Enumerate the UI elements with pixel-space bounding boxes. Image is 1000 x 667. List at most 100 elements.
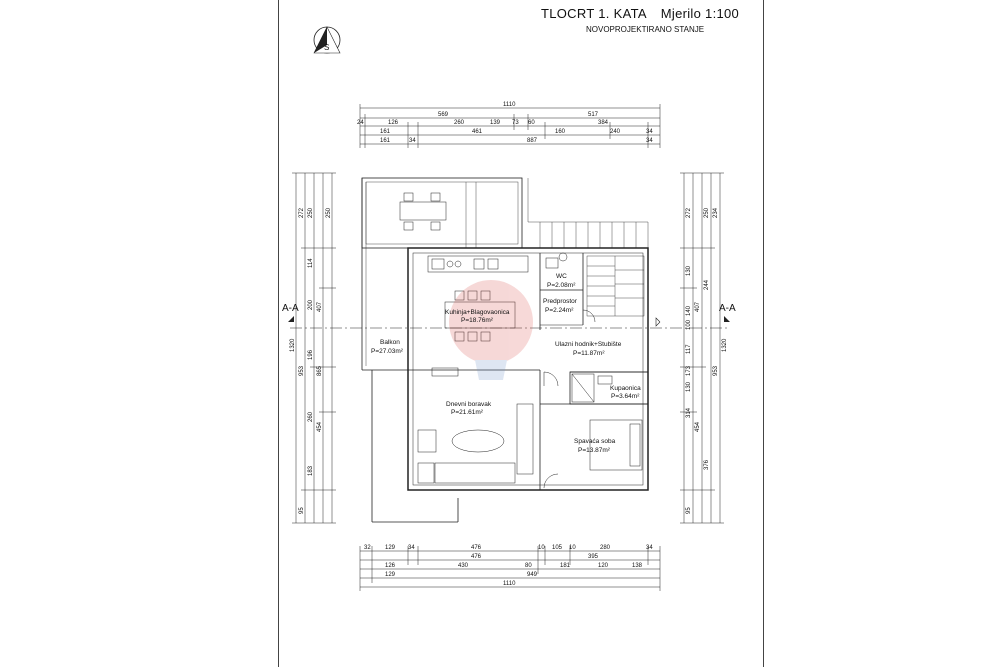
dim-left-mid: 953 — [299, 365, 305, 376]
dim-bot-d2: 949 — [527, 572, 538, 578]
room-bedroom-name: Spavaća soba — [574, 438, 616, 445]
left-dimensions — [292, 172, 336, 524]
room-living-area: P=21.61m² — [451, 409, 484, 416]
dim-top-c2: 126 — [388, 120, 399, 126]
dim-right-i1: 407 — [695, 301, 701, 312]
dim-top-d2: 461 — [472, 129, 483, 135]
dim-top-c5: 73 — [512, 120, 519, 126]
dim-left-f1: 272 — [299, 207, 305, 218]
dim-left-total: 1320 — [290, 338, 296, 352]
dim-right-f11: 314 — [686, 407, 692, 418]
room-labels: Balkon P=27.03m² Kuhinja+Blagovaonica P=… — [371, 273, 641, 454]
room-living-name: Dnevni boravak — [446, 401, 492, 408]
dim-right-f13: 95 — [686, 507, 692, 514]
dim-right-f8: 117 — [686, 344, 692, 354]
dim-top-e2: 34 — [409, 138, 416, 144]
right-dimension-labels: 1320 953 407 454 272 250 234 244 130 140… — [686, 207, 728, 514]
margin-right — [763, 0, 1000, 667]
dim-left-f8: 183 — [308, 465, 314, 476]
dim-bot-a9: 34 — [646, 545, 653, 551]
dim-right-f12: 376 — [704, 459, 710, 470]
room-kitchen-name: Kuhinja+Blagovaonica — [445, 309, 510, 316]
dim-right-f3: 234 — [713, 207, 719, 218]
plan-scale: Mjerilo 1:100 — [660, 6, 740, 21]
drawing-title: TLOCRT 1. KATA Mjerilo 1:100 — [541, 6, 749, 21]
dim-right-f6: 140 — [686, 305, 692, 316]
dim-left-f6: 196 — [308, 349, 314, 360]
dim-bot-a6: 105 — [552, 545, 563, 551]
dim-right-f7: 100 — [686, 319, 692, 330]
dim-top-c6: 60 — [528, 120, 535, 126]
dim-bot-c3: 80 — [525, 563, 532, 569]
left-dimension-labels: 1320 953 407 865 454 272 250 250 114 200… — [290, 207, 332, 514]
dim-top-d4: 240 — [610, 129, 621, 135]
section-label-left: A-A — [282, 303, 299, 314]
dim-right-f5: 130 — [686, 265, 692, 276]
dim-bot-a2: 129 — [385, 545, 396, 551]
dim-left-i3: 454 — [317, 421, 323, 432]
section-label-right: A-A — [719, 303, 736, 314]
dim-top-e3: 887 — [527, 138, 538, 144]
north-arrow-letter: S — [324, 43, 329, 52]
dim-left-f2: 250 — [308, 207, 314, 218]
doors — [543, 309, 596, 489]
dim-top-d5: 34 — [646, 129, 653, 135]
dim-left-f5: 200 — [308, 299, 314, 310]
dim-right-i2: 454 — [695, 421, 701, 432]
dim-left-f3: 250 — [326, 207, 332, 218]
dim-bot-d1: 129 — [385, 572, 396, 578]
dim-right-f10: 130 — [686, 381, 692, 392]
dim-left-f4: 114 — [308, 258, 314, 268]
room-bathroom-name: Kupaonica — [610, 385, 641, 392]
dim-top-e1: 161 — [380, 138, 391, 144]
top-dimension-labels: 1110 569 517 24 126 260 139 73 60 384 16… — [357, 102, 653, 144]
dim-top-a: 569 — [438, 112, 449, 118]
outdoor-table — [399, 192, 447, 231]
interior-stairs — [586, 255, 645, 317]
dim-top-total: 1110 — [503, 102, 516, 108]
dim-right-f1: 272 — [686, 207, 692, 218]
dim-bot-c2: 430 — [458, 563, 469, 569]
bedroom-furniture — [589, 419, 643, 471]
room-balkon-area: P=27.03m² — [371, 348, 404, 355]
dim-bot-c6: 138 — [632, 563, 643, 569]
room-hall-area: P=2.24m² — [545, 307, 574, 314]
north-arrow-icon: S — [313, 26, 341, 54]
dim-top-e4: 34 — [646, 138, 653, 144]
top-dimensions — [359, 104, 661, 148]
dim-right-f9: 173 — [686, 365, 692, 376]
dim-bot-a5: 10 — [538, 545, 545, 551]
dim-bot-b2: 395 — [588, 554, 599, 560]
bottom-dimension-labels: 32 129 34 476 10 105 10 280 34 476 395 1… — [364, 545, 653, 587]
exterior-stairs — [527, 178, 649, 248]
dim-right-f2: 250 — [704, 207, 710, 218]
dim-top-b: 517 — [588, 112, 599, 118]
watermark-logo — [449, 280, 533, 380]
dim-top-d3: 160 — [555, 129, 566, 135]
room-wc-name: WC — [556, 273, 567, 280]
dim-bot-b1: 476 — [471, 554, 482, 560]
room-kitchen-area: P=18.76m² — [461, 317, 494, 324]
room-bedroom-area: P=13.87m² — [578, 447, 611, 454]
dim-bot-total: 1110 — [503, 581, 516, 587]
dim-right-mid: 953 — [713, 365, 719, 376]
living-room-furniture — [417, 367, 534, 484]
dim-bot-a4: 476 — [471, 545, 482, 551]
plan-subtitle: NOVOPROJEKTIRANO STANJE — [586, 25, 705, 34]
margin-left — [0, 0, 278, 667]
room-balkon-name: Balkon — [380, 339, 400, 346]
room-bathroom-area: P=3.64m² — [611, 393, 640, 400]
dim-bot-a1: 32 — [364, 545, 371, 551]
dim-bot-c4: 181 — [560, 563, 571, 569]
dim-left-f9: 95 — [299, 507, 305, 514]
dim-right-f4: 244 — [704, 279, 710, 290]
dim-top-c3: 260 — [454, 120, 465, 126]
dining-table — [444, 290, 516, 342]
dim-top-d1: 161 — [380, 129, 391, 135]
dim-top-c1: 24 — [357, 120, 364, 126]
dim-top-c4: 139 — [490, 120, 501, 126]
room-wc-area: P=2.08m² — [547, 282, 576, 289]
bottom-dimensions — [359, 546, 661, 591]
dim-left-i1: 407 — [317, 301, 323, 312]
